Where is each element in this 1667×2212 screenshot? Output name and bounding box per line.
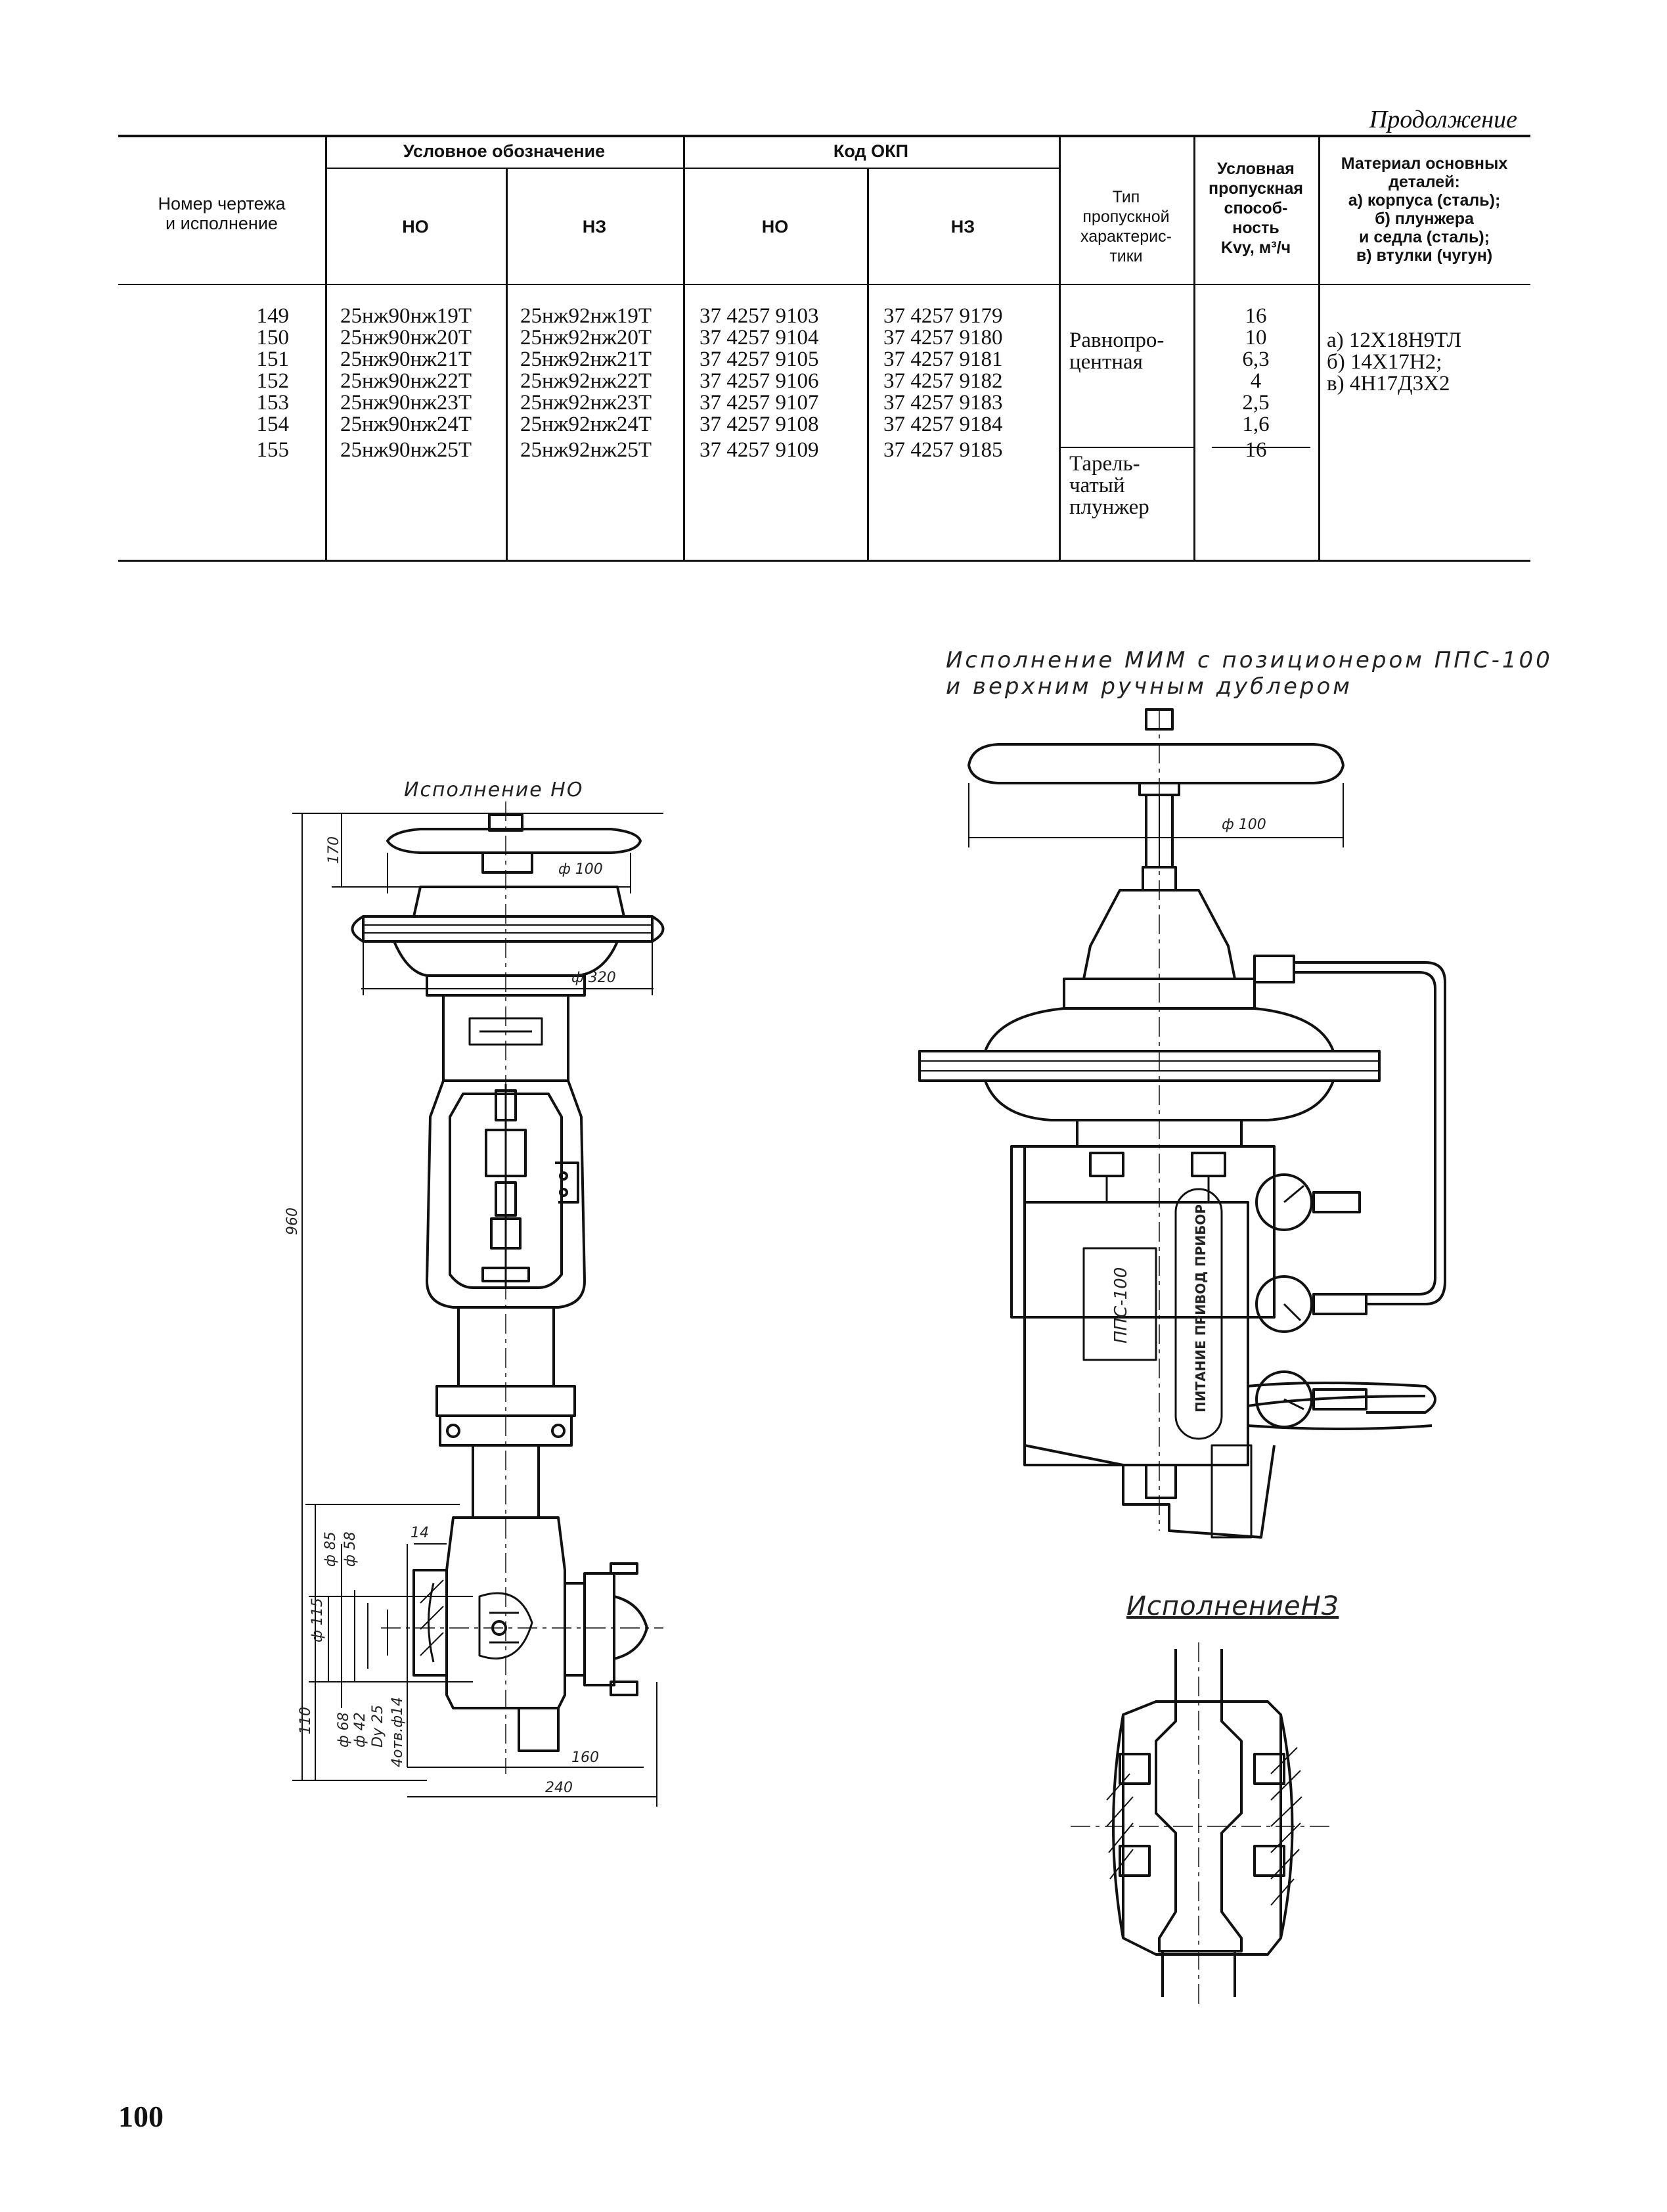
header-okp: Код ОКП (833, 141, 909, 161)
dim-w14: 14 (411, 1525, 429, 1541)
dim-h110: 110 (298, 1707, 314, 1734)
table-cell-okp-nz: 37 4257 9180 (883, 326, 1003, 350)
header-material: Материал основных деталей: а) корпуса (с… (1341, 154, 1508, 265)
header-okp-nz: НЗ (950, 217, 975, 237)
table-cell-des-no: 25нж90нж19Т (340, 304, 472, 328)
table-cell-okp-no: 37 4257 9109 (700, 438, 819, 462)
table-cell-num: 154 (256, 413, 290, 436)
table-cell-des-nz: 25нж92нж21Т (520, 348, 652, 371)
table-cell-des-no: 25нж90нж25Т (340, 438, 472, 462)
table-header-rule (118, 284, 1530, 285)
continuation-label: Продолжение (1369, 106, 1517, 133)
header-type: Тип пропускной характерис- тики (1080, 188, 1172, 265)
dim-d115: ф 115 (309, 1598, 326, 1642)
header-sub-rule (325, 168, 683, 169)
table-cell-des-nz: 25нж92нж23Т (520, 391, 652, 415)
table-cell-okp-nz: 37 4257 9179 (883, 304, 1003, 328)
materials-list: а) 12Х18Н9ТЛ б) 14Х17Н2; в) 4Н17Д3Х2 (1327, 328, 1461, 395)
dim-h170: 170 (326, 836, 342, 864)
table-cell-num: 155 (256, 438, 290, 462)
table-cell-kv: 2,5 (1242, 391, 1270, 415)
table-cell-des-nz: 25нж92нж24Т (520, 413, 652, 436)
table-cell-des-no: 25нж90нж22Т (340, 369, 472, 393)
hatching (420, 1579, 1302, 1906)
type-divider (1059, 447, 1193, 448)
dim-d68: ф 68 (336, 1712, 352, 1748)
table-cell-kv: 16 (1245, 304, 1267, 328)
table-cell-kv: 1,6 (1242, 413, 1270, 436)
header-designation: Условное обозначение (403, 141, 606, 161)
table-cell-okp-nz: 37 4257 9185 (883, 438, 1003, 462)
table-cell-okp-no: 37 4257 9107 (700, 391, 819, 415)
table-cell-kv: 4 (1250, 369, 1262, 393)
table-cell-okp-nz: 37 4257 9183 (883, 391, 1003, 415)
table-bottom-rule (118, 560, 1530, 562)
col-divider (683, 136, 685, 560)
table-cell-okp-no: 37 4257 9103 (700, 304, 819, 328)
table-cell-num: 150 (256, 326, 290, 350)
type-disc-plunger: Тарель- чатый плунжер (1069, 452, 1149, 519)
col-divider (867, 168, 869, 560)
valve-nz-section (1071, 1642, 1333, 2004)
positioner-label: ППС-100 (1111, 1267, 1131, 1343)
header-des-nz: НЗ (582, 217, 607, 237)
col-divider (1059, 136, 1061, 560)
table-cell-okp-no: 37 4257 9108 (700, 413, 819, 436)
dim-d85: ф 85 (322, 1531, 339, 1567)
col-divider (506, 168, 508, 560)
valve-mim-drawing (918, 708, 1446, 1539)
dim-w160: 160 (571, 1749, 599, 1766)
table-cell-okp-nz: 37 4257 9181 (883, 348, 1003, 371)
table-cell-num: 153 (256, 391, 290, 415)
table-cell-okp-no: 37 4257 9105 (700, 348, 819, 371)
dimension-lines (292, 813, 663, 1807)
table-cell-des-nz: 25нж92нж22Т (520, 369, 652, 393)
dim-d42: ф 42 (352, 1712, 368, 1748)
caption-no: Исполнение НО (404, 779, 584, 801)
table-cell-num: 151 (256, 348, 290, 371)
caption-mim: Исполнение МИМ с позиционером ППС-100 и … (946, 647, 1553, 700)
type-equal-percent: Равнопро- центная (1069, 328, 1165, 374)
dim-d100-left: ф 100 (558, 861, 603, 878)
table-cell-des-nz: 25нж92нж19Т (520, 304, 652, 328)
table-cell-okp-nz: 37 4257 9184 (883, 413, 1003, 436)
valve-no-drawing (351, 801, 665, 1774)
table-cell-num: 152 (256, 369, 290, 393)
table-cell-des-nz: 25нж92нж25Т (520, 438, 652, 462)
col-divider (325, 136, 327, 560)
table-cell-kv: 6,3 (1242, 348, 1270, 371)
table-cell-kv: 16 (1245, 438, 1267, 462)
dim-holes: 4отв.ф14 (389, 1697, 406, 1767)
table-cell-des-no: 25нж90нж21Т (340, 348, 472, 371)
header-okp-no: НО (761, 217, 789, 237)
positioner-ports-text: ПИТАНИЕ ПРИВОД ПРИБОР (1193, 1204, 1209, 1412)
table-cell-des-no: 25нж90нж20Т (340, 326, 472, 350)
dim-dy25: Dy 25 (370, 1705, 386, 1748)
table-cell-des-no: 25нж90нж24Т (340, 413, 472, 436)
dim-d320: ф 320 (571, 970, 616, 986)
col-divider (1193, 136, 1195, 560)
dim-w240: 240 (545, 1780, 573, 1796)
table-cell-num: 149 (256, 304, 290, 328)
table-cell-kv: 10 (1245, 326, 1267, 350)
capacity-underline (1212, 447, 1310, 448)
table-cell-des-nz: 25нж92нж20Т (520, 326, 652, 350)
table-cell-okp-no: 37 4257 9106 (700, 369, 819, 393)
caption-nz: ИсполнениеНЗ (1126, 1591, 1339, 1621)
table-cell-des-no: 25нж90нж23Т (340, 391, 472, 415)
table-top-rule (118, 135, 1530, 137)
header-capacity: Условная пропускная способ- ность Kvy, м… (1208, 160, 1304, 257)
dim-d58: ф 58 (342, 1531, 359, 1567)
header-sub-rule (683, 168, 1059, 169)
table-cell-okp-nz: 37 4257 9182 (883, 369, 1003, 393)
dim-h960: 960 (284, 1208, 301, 1235)
header-des-no: НО (402, 217, 429, 237)
page-number: 100 (118, 2100, 164, 2133)
col-divider (1318, 136, 1320, 560)
dim-d100-right: ф 100 (1222, 817, 1266, 833)
table-cell-okp-no: 37 4257 9104 (700, 326, 819, 350)
header-drawing: Номер чертежа и исполнение (158, 194, 286, 233)
